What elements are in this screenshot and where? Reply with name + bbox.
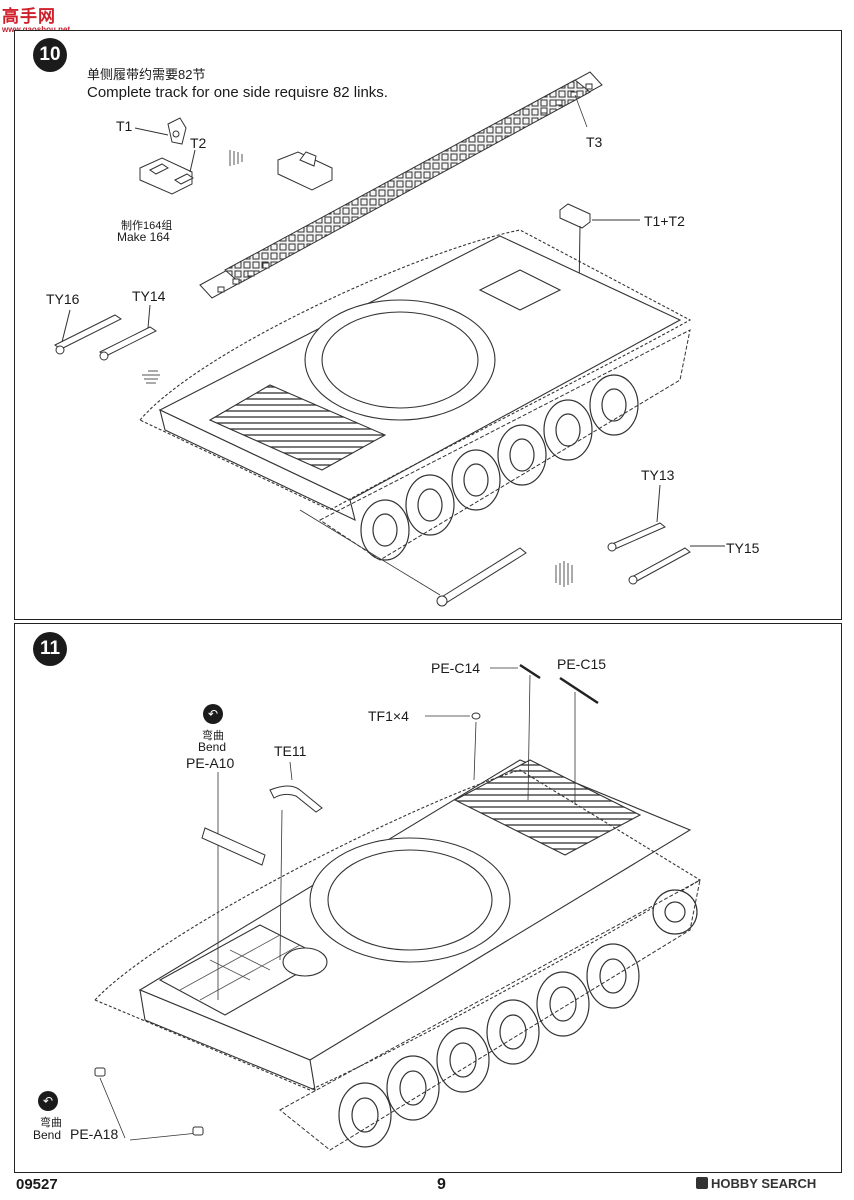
step-10-number: 10 bbox=[33, 38, 67, 72]
part-label-pe-c14: PE-C14 bbox=[431, 660, 481, 676]
hobby-search-text: HOBBY SEARCH bbox=[711, 1176, 817, 1191]
make-note-en: Make 164 bbox=[117, 230, 170, 244]
product-code: 09527 bbox=[16, 1176, 58, 1193]
part-label-ty15: TY15 bbox=[726, 540, 760, 556]
make-note-cn: 制作164组 bbox=[121, 220, 173, 232]
step-11-number: 11 bbox=[33, 632, 67, 666]
part-label-tf1: TF1×4 bbox=[368, 708, 409, 724]
bend-note-cn: 弯曲 bbox=[202, 730, 224, 742]
part-te11 bbox=[269, 785, 323, 813]
leaders-step11 bbox=[99, 667, 576, 1141]
track-note-en: Complete track for one side requisre 82 … bbox=[87, 84, 388, 101]
part-label-pe-a10: PE-A10 bbox=[186, 755, 235, 771]
bend-note-en: Bend bbox=[33, 1128, 62, 1142]
track-note-cn: 单侧履带约需要82节 bbox=[87, 67, 206, 82]
part-t1-t2 bbox=[134, 117, 196, 195]
part-pe-a10 bbox=[201, 827, 266, 866]
part-label-t2: T2 bbox=[190, 135, 207, 151]
part-label-ty14: TY14 bbox=[132, 288, 166, 304]
watermark-url: www.gaoshou.net bbox=[2, 25, 70, 34]
hobby-search-logo: HOBBY SEARCH bbox=[696, 1176, 816, 1191]
part-pe-c14-c15 bbox=[519, 663, 599, 705]
hull-step11 bbox=[94, 759, 702, 1091]
bend-icon: ↶ bbox=[203, 704, 223, 724]
part-ty16-ty14 bbox=[54, 304, 157, 361]
road-wheels-step10 bbox=[360, 374, 639, 561]
part-tf1 bbox=[471, 712, 481, 720]
part-ty13-ty15 bbox=[299, 484, 725, 607]
watermark-title: 高手网 bbox=[2, 7, 56, 26]
part-label-ty16: TY16 bbox=[46, 291, 80, 307]
bend-icon: ↶ bbox=[38, 1091, 58, 1111]
arrow-hatch bbox=[142, 150, 573, 587]
part-label-pe-a18: PE-A18 bbox=[70, 1126, 119, 1142]
part-label-te11: TE11 bbox=[274, 743, 307, 759]
page-number: 9 bbox=[437, 1176, 446, 1193]
part-label-ty13: TY13 bbox=[641, 467, 675, 483]
part-label-t1t2: T1+T2 bbox=[644, 213, 685, 229]
part-pe-a18 bbox=[94, 1067, 204, 1136]
bend-note-cn: 弯曲 bbox=[40, 1117, 62, 1129]
part-label-t3: T3 bbox=[586, 134, 603, 150]
leader-t3 bbox=[574, 94, 588, 128]
bend-note-en: Bend bbox=[198, 740, 227, 754]
site-watermark: 高手网 www.gaoshou.net bbox=[2, 2, 70, 34]
track-lower-step11 bbox=[279, 879, 701, 1151]
part-label-t1: T1 bbox=[116, 118, 133, 134]
road-wheels-step11 bbox=[338, 889, 698, 1148]
hull-step10 bbox=[139, 229, 692, 521]
part-t1-t2-assembled bbox=[277, 151, 333, 191]
hobby-search-icon bbox=[696, 1177, 708, 1189]
track-jig bbox=[199, 71, 603, 299]
part-label-pe-c15: PE-C15 bbox=[557, 656, 607, 672]
